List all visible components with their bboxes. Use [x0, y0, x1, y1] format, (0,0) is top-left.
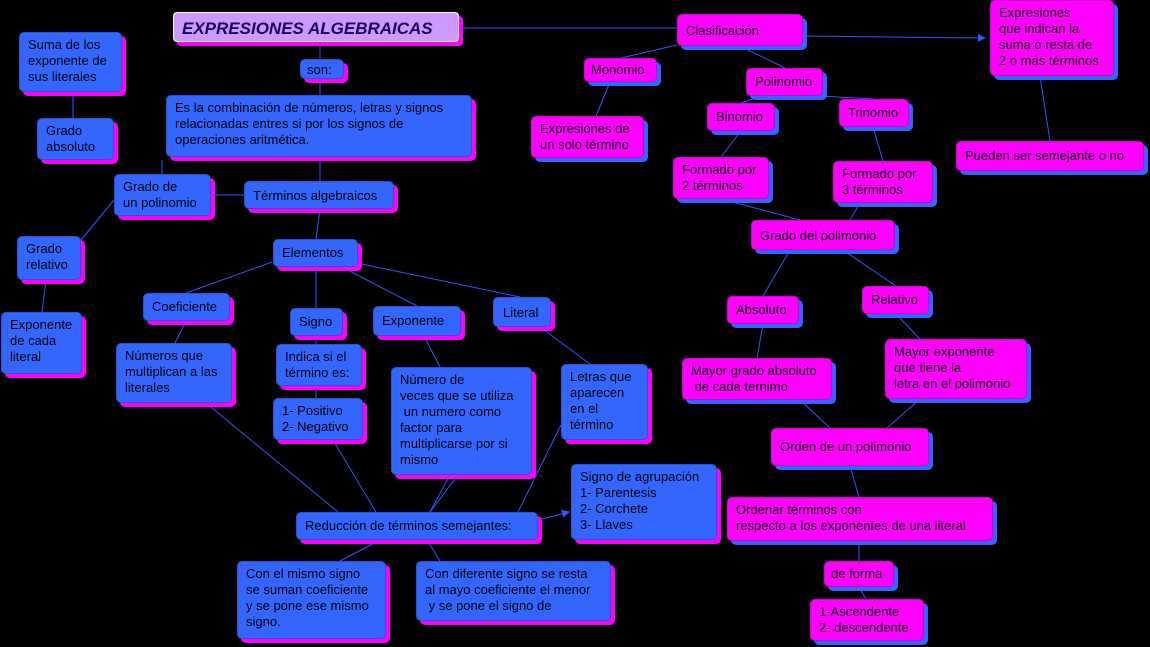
exponente-node: Exponente — [373, 306, 461, 336]
connector-line — [205, 402, 339, 513]
connector-line — [886, 398, 921, 429]
absoluto-node: Absoluto — [727, 296, 799, 324]
exponente-literal-node: Exponente de cada literal — [1, 312, 82, 374]
connector-line — [620, 44, 678, 59]
connector-line — [315, 208, 321, 240]
signo-desc-node: Indica si el término es: — [276, 344, 362, 386]
terminos-algebraicos-node: Términos algebraicos — [244, 181, 394, 209]
connector-line — [429, 474, 451, 513]
connector-line — [739, 45, 786, 69]
connector-line — [895, 313, 921, 340]
connector-line — [517, 424, 562, 513]
ascendente-descendente-node: 1-Ascendente 2- descendente — [810, 599, 924, 641]
son-node: son: — [300, 59, 344, 79]
literal-desc-node: Letras que aparecen en el término — [561, 364, 648, 440]
connector-line — [426, 539, 441, 562]
connector-line — [595, 81, 611, 117]
connector-line — [849, 202, 861, 221]
orden-node: Orden de un polimonio — [771, 428, 929, 466]
suma-exponente-node: Suma de los exponente de sus literales — [19, 32, 122, 92]
connector-line — [720, 198, 801, 221]
connector-line — [720, 130, 742, 158]
relativo-desc-node: Mayor exponente que tiene la letra en el… — [885, 339, 1027, 399]
grado-polinomio-node: Grado de un polinomio — [114, 174, 211, 216]
trinomio-node: Trinomio — [839, 99, 909, 127]
monomio-node: Monomio — [584, 58, 657, 82]
connector-line — [41, 279, 47, 313]
title-node: EXPRESIONES ALGEBRAICAS — [173, 12, 459, 42]
clasificacion-desc-node: Expresiones que indican la suma o resta … — [990, 0, 1114, 76]
exponente-desc-node: Número de veces que se utiliza un numero… — [391, 367, 532, 475]
diferente-signo-node: Con diferente signo se resta al mayo coe… — [416, 561, 611, 621]
connector-line — [332, 439, 377, 513]
clasificacion-node: Clasificación — [677, 14, 803, 46]
connector-line — [802, 33, 986, 42]
semejantes-node: Pueden ser semejante o no — [956, 141, 1144, 171]
connector-line — [356, 262, 521, 298]
agrupacion-node: Signo de agrupación 1- Parentesis 2- Cor… — [571, 464, 717, 540]
connector-line — [185, 261, 273, 294]
relativo-node: Relativo — [862, 286, 929, 314]
connector-line — [849, 465, 860, 498]
grado-absoluto-node: Grado absoluto — [37, 118, 114, 160]
trinomio-desc-node: Formado por 3 términos — [833, 161, 933, 203]
grado-polimonio-node: Grado del polimonio — [751, 220, 895, 250]
connector-line — [872, 126, 884, 162]
orden-desc-node: Ordenar términos con respecto a los expo… — [727, 497, 993, 541]
connector-line — [740, 95, 761, 104]
grado-relativo-node: Grado relativo — [17, 236, 81, 280]
coeficiente-node: Coeficiente — [143, 293, 230, 321]
connector-line — [819, 95, 874, 100]
definition-node: Es la combinación de números, letras y s… — [166, 95, 472, 157]
connector-line — [858, 586, 867, 600]
coeficiente-desc-node: Números que multiplican a las literales — [116, 343, 232, 403]
elementos-node: Elementos — [273, 239, 358, 267]
connector-line — [80, 199, 115, 241]
connector-line — [537, 509, 570, 521]
connector-line — [756, 323, 764, 359]
connector-line — [1039, 75, 1051, 142]
literal-node: Literal — [493, 297, 551, 327]
connector-line — [799, 399, 831, 429]
de-forma-node: de forma — [824, 561, 894, 587]
absoluto-desc-node: Mayor grado absoluto de cada ternimo — [682, 358, 832, 400]
reduccion-node: Reducción de términos semejantes: — [296, 512, 538, 540]
connector-line — [339, 539, 381, 562]
polinomio-node: Polinomio — [746, 68, 823, 96]
positivo-negativo-node: 1- Positivo 2- Negativo — [273, 398, 363, 440]
monomio-desc-node: Expresiones de un solo término — [531, 116, 644, 158]
binomio-node: Binomio — [707, 103, 775, 131]
connector-line — [842, 249, 897, 287]
connector-line — [423, 335, 441, 368]
connector-line — [539, 326, 591, 365]
binomio-desc-node: Formado por 2 términos — [673, 157, 769, 199]
connector-line — [174, 320, 187, 344]
signo-node: Signo — [290, 308, 343, 336]
connector-line — [762, 249, 791, 297]
mismo-signo-node: Con el mismo signo se suman coeficiente … — [237, 561, 386, 639]
connector-line — [339, 265, 418, 307]
